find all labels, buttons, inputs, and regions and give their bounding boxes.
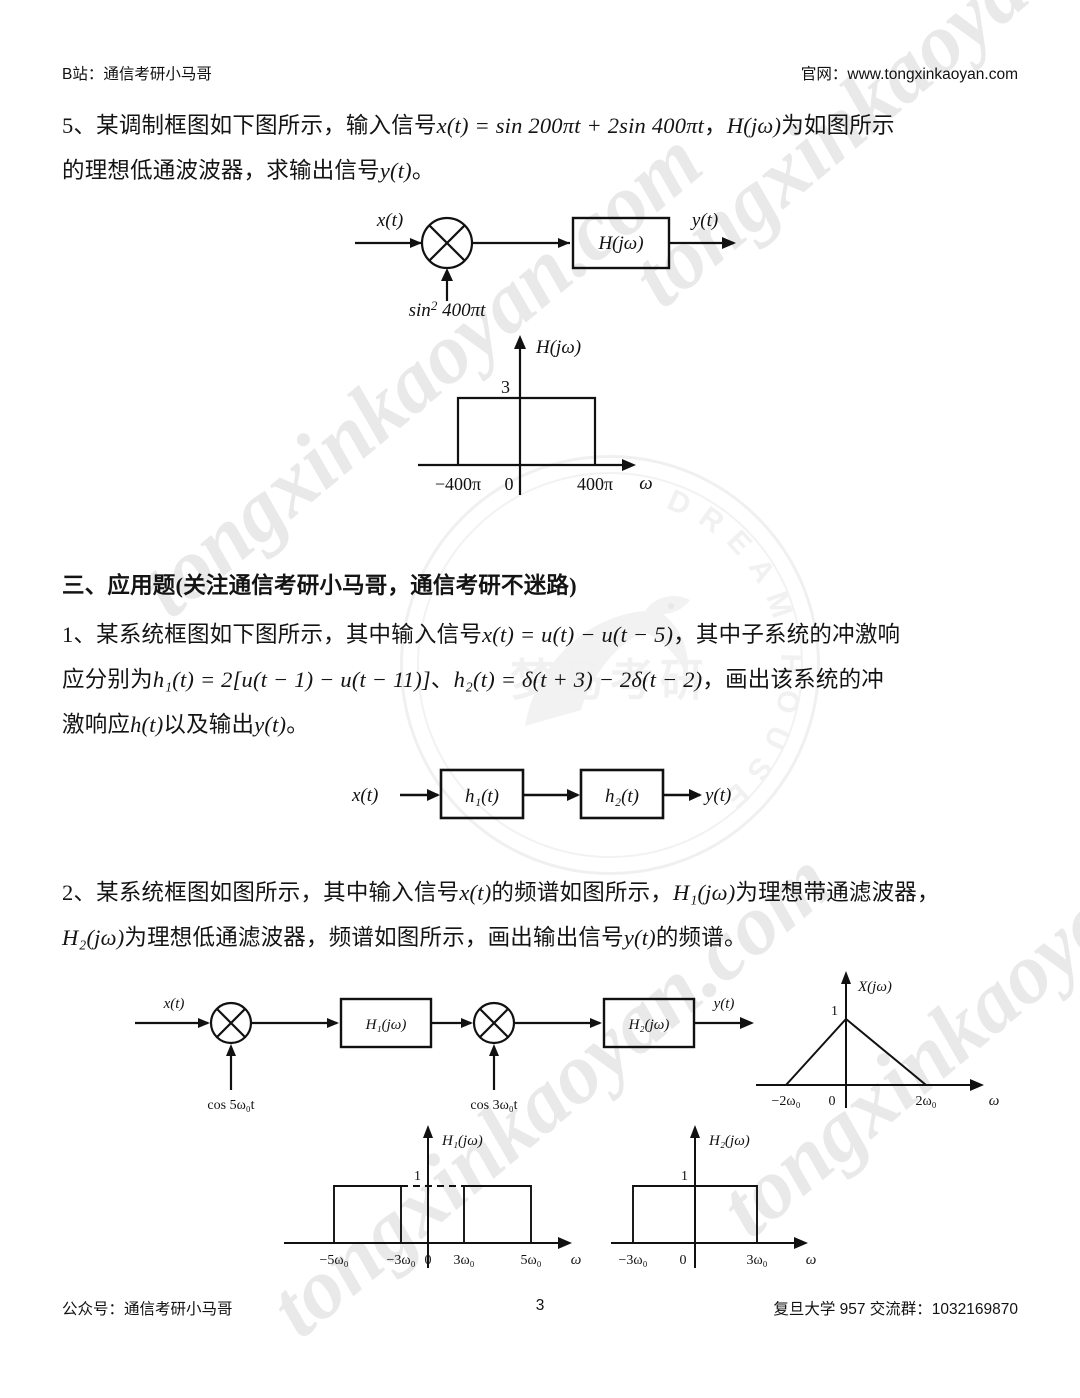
q2-h1-xtick-zero: 0 xyxy=(425,1253,432,1268)
q5-line1-prefix: 5、某调制框图如下图所示，输入信号 xyxy=(62,113,437,138)
q5-plot-title: H(jω) xyxy=(535,337,581,358)
q1-line-2: 应分别为h₁(t) = 2[u(t − 1) − u(t − 11)]、h₂(t… xyxy=(62,657,1022,702)
q1-line3-math2: y(t) xyxy=(254,712,287,737)
q2-h2-xtick-pos: 3ω₀ xyxy=(746,1253,767,1268)
q1-block1-label: h₁(t) xyxy=(465,786,499,807)
q2-x-peak-value: 1 xyxy=(831,1004,838,1019)
footer-right-text: 复旦大学 957 交流群：1032169870 xyxy=(773,1301,1018,1318)
q2-carrier2-label: cos 3ω₀t xyxy=(470,1098,517,1113)
q2-block-diagram: x(t) cos 5ω₀t H₁(jω) cos 3ω₀t xyxy=(130,975,760,1115)
q1-line2-math1: h₁(t) = 2[u(t − 1) − u(t − 11)] xyxy=(152,667,431,692)
q5-line1-comma: ， xyxy=(704,113,727,138)
q2-line1-prefix: 2、某系统框图如图所示，其中输入信号 xyxy=(62,880,460,905)
q2-carrier1-label: cos 5ω₀t xyxy=(207,1098,254,1113)
q5-plot-yvalue: 3 xyxy=(501,377,510,397)
q1-line1-suffix: ，其中子系统的冲激响 xyxy=(673,622,901,647)
footer-page-number: 3 xyxy=(535,1297,545,1314)
q1-line1-math: x(t) = u(t) − u(t − 5) xyxy=(482,622,674,647)
header-left-text: B站：通信考研小马哥 xyxy=(62,66,212,83)
q5-line-1: 5、某调制框图如下图所示，输入信号x(t) = sin 200πt + 2sin… xyxy=(62,103,1022,148)
q2-h2-xaxis-label: ω xyxy=(806,1252,817,1268)
q5-line2-math: y(t) xyxy=(379,158,412,183)
q2-h1-xaxis-label: ω xyxy=(571,1252,582,1268)
page-footer: 公众号：通信考研小马哥 3 复旦大学 957 交流群：1032169870 xyxy=(62,1297,1018,1319)
q2-h1-amp-value: 1 xyxy=(414,1169,421,1184)
q2-h1-xtick-p3: 3ω₀ xyxy=(453,1253,474,1268)
q5-plot-xaxis-label: ω xyxy=(639,473,652,494)
q1-line1-prefix: 1、某系统框图如下图所示，其中输入信号 xyxy=(62,622,483,647)
q2-h2-xtick-neg: −3ω₀ xyxy=(619,1253,648,1268)
q2-block2-label: H₂(jω) xyxy=(628,1017,670,1033)
q5-line2-period: 。 xyxy=(411,158,435,183)
q5-line-2: 的理想低通波波器，求输出信号y(t)。 xyxy=(62,148,1022,193)
q2-output-label: y(t) xyxy=(712,996,735,1012)
q2-x-plot-title: X(jω) xyxy=(857,979,892,995)
q1-line2-sep: 、 xyxy=(430,667,454,692)
q2-x-xaxis-label: ω xyxy=(989,1093,1000,1109)
q1-line2-math2: h₂(t) = δ(t + 3) − 2δ(t − 2) xyxy=(453,667,703,692)
q5-output-label: y(t) xyxy=(690,210,718,231)
q1-line3-mid: 以及输出 xyxy=(163,712,255,737)
q2-input-label: x(t) xyxy=(163,996,185,1012)
page-header: B站：通信考研小马哥 官网：www.tongxinkaoyan.com xyxy=(62,62,1018,84)
q2-line2-suffix: 的频谱。 xyxy=(655,925,747,950)
q2-h2-amp-value: 1 xyxy=(681,1169,688,1184)
q2-line1-suffix: 为理想带通滤波器， xyxy=(735,880,940,905)
q2-x-xtick-zero: 0 xyxy=(829,1094,836,1109)
q2-line2-math2: y(t) xyxy=(623,925,656,950)
q2-x-xtick-neg: −2ω₀ xyxy=(772,1094,801,1109)
q2-h1-xtick-n5: −5ω₀ xyxy=(320,1253,349,1268)
q5-plot-xtick-neg: −400π xyxy=(435,474,481,494)
q1-block2-label: h₂(t) xyxy=(605,786,639,807)
q2-line1-math: x(t) xyxy=(459,880,492,905)
q5-line1-suffix: 为如图所示 xyxy=(781,113,895,138)
q5-line1-math2: H(jω) xyxy=(726,113,782,138)
q5-line2-prefix: 的理想低通波波器，求输出信号 xyxy=(62,158,380,183)
q1-line3-period: 。 xyxy=(286,712,309,737)
section-3-title: 三、应用题(关注通信考研小马哥，通信考研不迷路) xyxy=(62,573,577,598)
q2-h1-xtick-p5: 5ω₀ xyxy=(520,1253,541,1268)
q1-line2-prefix: 应分别为 xyxy=(62,667,153,692)
q1-line3-math1: h(t) xyxy=(130,712,164,737)
q1-line-1: 1、某系统框图如下图所示，其中输入信号x(t) = u(t) − u(t − 5… xyxy=(62,612,1022,657)
q2-h1-xtick-n3: −3ω₀ xyxy=(387,1253,416,1268)
q1-line2-suffix: ，画出该系统的冲 xyxy=(702,667,884,692)
question-2-text: 2、某系统框图如图所示，其中输入信号x(t)的频谱如图所示，H₁(jω)为理想带… xyxy=(62,870,1042,960)
q2-line2-math1: H₂(jω) xyxy=(62,925,125,950)
q1-block-diagram: x(t) h₁(t) h₂(t) y(t) xyxy=(330,760,750,830)
q2-line-1: 2、某系统框图如图所示，其中输入信号x(t)的频谱如图所示，H₁(jω)为理想带… xyxy=(62,870,1042,915)
q5-block-diagram: H(jω) x(t) y(t) sin2 400πt xyxy=(330,198,750,321)
q2-line1-math2: H₁(jω) xyxy=(673,880,736,905)
question-1-text: 1、某系统框图如下图所示，其中输入信号x(t) = u(t) − u(t − 5… xyxy=(62,612,1022,747)
q2-x-xtick-pos: 2ω₀ xyxy=(915,1094,936,1109)
q5-input-label: x(t) xyxy=(376,210,403,231)
q1-line3-prefix: 激响应 xyxy=(62,712,131,737)
q2-line-2: H₂(jω)为理想低通滤波器，频谱如图所示，画出输出信号y(t)的频谱。 xyxy=(62,915,1042,960)
q2-h1-plot-title: H₁(jω) xyxy=(441,1133,483,1149)
q5-plot-xtick-pos: 400π xyxy=(577,474,613,494)
header-right-text: 官网：www.tongxinkaoyan.com xyxy=(800,66,1018,83)
q2-h1-plot: H₁(jω) 1 −5ω₀ −3ω₀ 0 3ω₀ 5ω₀ ω xyxy=(276,1118,606,1273)
q5-filter-plot: H(jω) 3 −400π 0 400π ω xyxy=(410,325,670,505)
q5-carrier-label: sin2 400πt xyxy=(409,298,486,321)
q2-line2-mid: 为理想低通滤波器，频谱如图所示，画出输出信号 xyxy=(124,925,624,950)
q1-line-3: 激响应h(t)以及输出y(t)。 xyxy=(62,702,1022,747)
q2-h2-plot-title: H₂(jω) xyxy=(708,1133,750,1149)
q2-block1-label: H₁(jω) xyxy=(365,1017,407,1033)
footer-left-text: 公众号：通信考研小马哥 xyxy=(62,1301,233,1318)
question-5-text: 5、某调制框图如下图所示，输入信号x(t) = sin 200πt + 2sin… xyxy=(62,103,1022,193)
q5-block-label: H(jω) xyxy=(597,233,643,254)
q5-line1-math: x(t) = sin 200πt + 2sin 400πt xyxy=(436,113,705,138)
q2-line1-mid: 的频谱如图所示， xyxy=(491,880,673,905)
q2-x-spectrum-plot: X(jω) 1 −2ω₀ 0 2ω₀ ω xyxy=(748,963,1033,1113)
q2-h2-plot: H₂(jω) 1 −3ω₀ 0 3ω₀ ω xyxy=(605,1118,850,1273)
q5-plot-xtick-zero: 0 xyxy=(505,474,514,494)
q1-output-label: y(t) xyxy=(703,785,731,806)
q2-h2-xtick-zero: 0 xyxy=(680,1253,687,1268)
q1-input-label: x(t) xyxy=(351,785,378,806)
